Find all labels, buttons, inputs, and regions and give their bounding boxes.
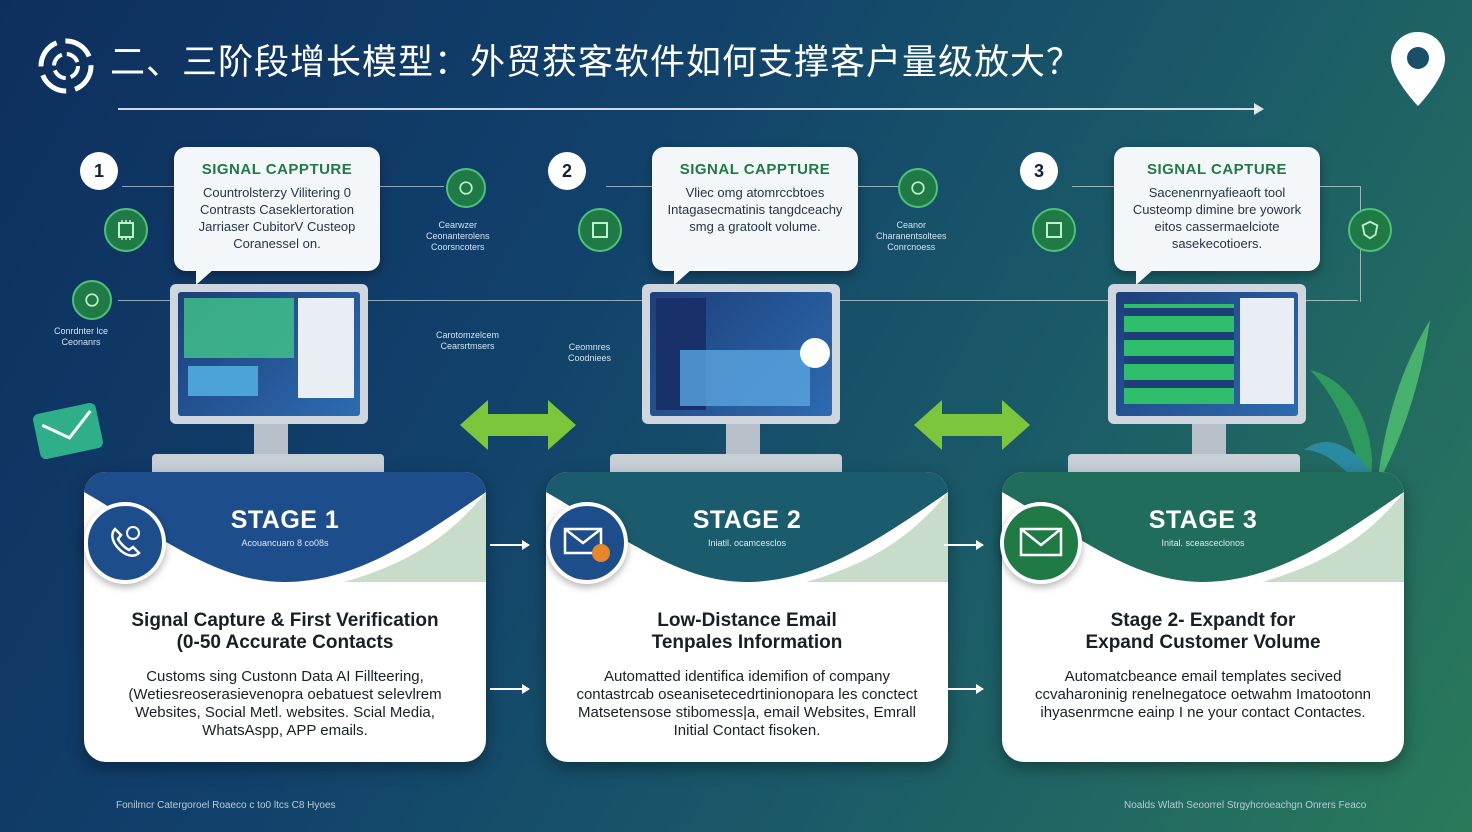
callout-title: SIGNAL CAPPTURE bbox=[201, 161, 353, 178]
stage-subtitle: Inital. sceasceclonos bbox=[1161, 538, 1245, 548]
connector-line bbox=[380, 186, 444, 187]
stage-description: Automatted identifica idemifion of compa… bbox=[576, 668, 918, 739]
tiny-label: Ceanor Charanentsoltees Conrcnoess bbox=[876, 220, 947, 252]
tiny-label: Cearwzer Ceonanterolens Coorsncoters bbox=[426, 220, 490, 252]
step-number-2: 2 bbox=[548, 152, 586, 190]
footer-right: Noalds Wlath Seoorrel Strgyhcroeachgn On… bbox=[1124, 800, 1367, 811]
tiny-label: Carotomzelcem Cearsrtmsers bbox=[436, 330, 500, 351]
callout-body: Countrolsterzy Vilitering 0 Contrasts Ca… bbox=[198, 185, 356, 251]
stage-label: STAGE 1 bbox=[230, 506, 340, 534]
connector-line bbox=[858, 186, 918, 187]
chip-icon bbox=[446, 168, 486, 208]
stage-title: Stage 2- Expandt for Expand Customer Vol… bbox=[1085, 610, 1321, 653]
mail-icon bbox=[546, 502, 628, 584]
signal-capture-callout-2: SIGNAL CAPPTURE Vliec omg atomrccbtoes I… bbox=[652, 147, 858, 285]
chip-icon bbox=[578, 208, 622, 252]
tiny-label: Conrdnter lce Ceonanrs bbox=[54, 326, 109, 347]
stage-title: Low-Distance Email Tenpales Information bbox=[651, 610, 843, 653]
tiny-label: Ceomnres Coodniees bbox=[568, 342, 612, 363]
mail-icon bbox=[1000, 502, 1082, 584]
location-pin-icon bbox=[1391, 32, 1445, 106]
card-header-shape bbox=[84, 472, 486, 582]
signal-capture-callout-1: SIGNAL CAPPTURE Countrolsterzy Viliterin… bbox=[174, 147, 380, 285]
signal-capture-callout-3: SIGNAL CAPTURE Sacenenrnyafieaoft tool C… bbox=[1114, 147, 1320, 285]
connector-line bbox=[606, 186, 652, 187]
stage-subtitle: Iniatil. ocamcesclos bbox=[707, 538, 787, 548]
monitor-stand bbox=[726, 424, 760, 456]
double-arrow-icon bbox=[914, 400, 1030, 450]
callout-title: SIGNAL CAPPTURE bbox=[679, 161, 831, 178]
monitor-stand bbox=[1192, 424, 1226, 456]
monitor-3 bbox=[1108, 284, 1306, 424]
stage-label: STAGE 3 bbox=[1148, 506, 1258, 534]
phone-icon bbox=[84, 502, 166, 584]
keyboard bbox=[610, 454, 842, 476]
stage-label: STAGE 2 bbox=[692, 506, 802, 534]
double-arrow-icon bbox=[460, 400, 576, 450]
chip-icon bbox=[72, 280, 112, 320]
stage-title: Signal Capture & First Verification (0-5… bbox=[131, 610, 439, 653]
stage-description: Automatcbeance email templates secived c… bbox=[1034, 668, 1372, 721]
callout-title: SIGNAL CAPTURE bbox=[1146, 161, 1288, 178]
flow-arrow bbox=[944, 540, 984, 550]
card-header-shape bbox=[546, 472, 948, 582]
leaf-icon bbox=[1348, 208, 1392, 252]
stage-card-2: STAGE 2 Iniatil. ocamcesclos Low-Distanc… bbox=[546, 472, 948, 762]
leaf-icon bbox=[1304, 320, 1430, 520]
mail-icon bbox=[33, 402, 103, 460]
flow-arrow bbox=[490, 540, 530, 550]
flow-arrow bbox=[944, 684, 984, 694]
stage-card-1: STAGE 1 Acouancuaro 8 co08s Signal Captu… bbox=[84, 472, 486, 762]
chip-icon bbox=[898, 168, 938, 208]
logo-ring-icon bbox=[38, 38, 94, 94]
keyboard bbox=[152, 454, 384, 476]
connector-line bbox=[1072, 186, 1114, 187]
chip-icon bbox=[104, 208, 148, 252]
connector-line bbox=[1320, 186, 1360, 187]
connector-line bbox=[122, 186, 174, 187]
callout-body: Sacenenrnyafieaoft tool Custeomp dimine … bbox=[1132, 185, 1302, 251]
footer-left: Fonilmcr Catergoroel Roaeco c to0 ltcs C… bbox=[116, 800, 336, 811]
flow-arrow bbox=[490, 684, 530, 694]
stage-subtitle: Acouancuaro 8 co08s bbox=[241, 538, 329, 548]
page-title: 二、三阶段增长模型：外贸获客软件如何支撑客户量级放大？ bbox=[110, 43, 1083, 83]
callout-body: Vliec omg atomrccbtoes Intagasecmatinis … bbox=[667, 185, 843, 234]
monitor-2 bbox=[642, 284, 840, 424]
header-divider bbox=[118, 103, 1264, 115]
stage-description: Customs sing Custonn Data AI Fillteering… bbox=[128, 668, 442, 739]
step-number-3: 3 bbox=[1020, 152, 1058, 190]
monitor-stand bbox=[254, 424, 288, 456]
card-header-shape bbox=[1002, 472, 1404, 582]
chip-icon bbox=[1032, 208, 1076, 252]
keyboard bbox=[1068, 454, 1300, 476]
step-number-1: 1 bbox=[80, 152, 118, 190]
monitor-1 bbox=[170, 284, 368, 424]
